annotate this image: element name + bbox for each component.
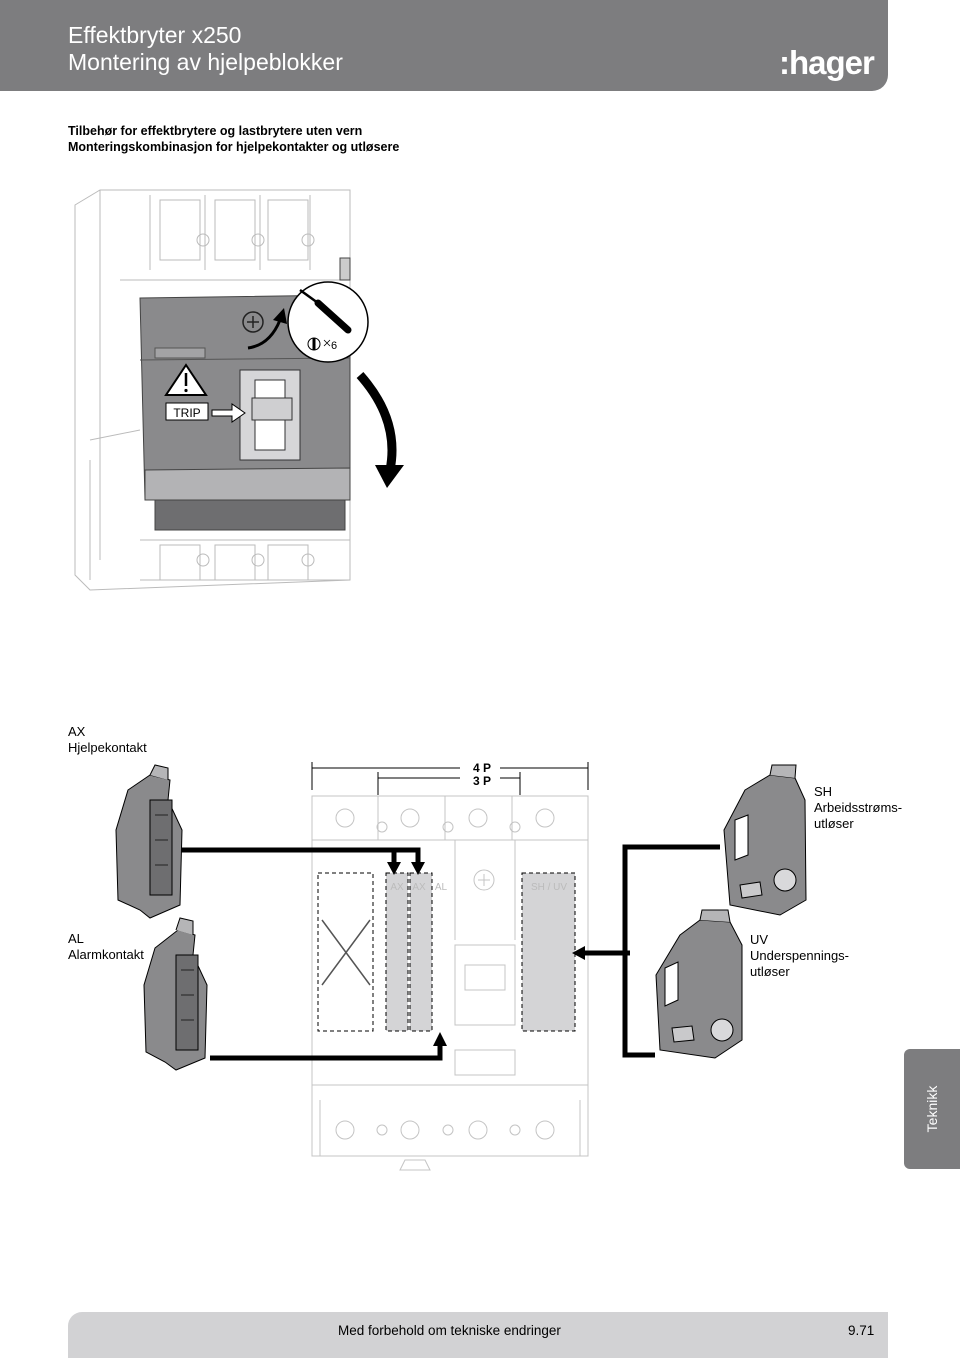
section-tab-label: Teknikk [924,1085,940,1133]
slot-ax1-label: AX [390,882,404,893]
hager-logo: :hager [779,44,875,81]
ax-name-label: Hjelpekontakt [68,740,147,755]
three-pole-label: 3 P [473,774,491,788]
al-name-label: Alarmkontakt [68,947,144,962]
footer-disclaimer: Med forbehold om tekniske endringer [338,1323,561,1338]
page-title: Effektbryter x250 [68,22,242,48]
slot-ax2-label: AX [412,882,426,893]
trip-label: TRIP [173,406,200,420]
footer-bar: Med forbehold om tekniske endringer 9.71 [68,1312,888,1358]
uv-name-label-2: utløser [750,964,790,979]
ax-code-label: AX [68,724,86,739]
sh-name-label-1: Arbeidsstrøms- [814,800,903,815]
tool-size-label: 6 [331,340,337,352]
uv-code-label: UV [750,932,769,947]
sh-name-label-2: utløser [814,816,854,831]
section-heading-2: Monteringskombinasjon for hjelpekontakte… [68,140,400,154]
uv-name-label-1: Underspennings- [750,948,850,963]
section-heading-1: Tilbehør for effektbrytere og lastbryter… [68,124,363,138]
four-pole-label: 4 P [473,761,491,775]
header-banner: Effektbryter x250 Montering av hjelpeblo… [0,0,888,91]
slot-al-label: AL [435,882,448,893]
page-subtitle: Montering av hjelpeblokker [68,49,343,75]
slot-sh-uv-label: SH / UV [531,882,567,893]
sh-code-label: SH [814,784,833,799]
section-tab: Teknikk [904,1049,960,1169]
al-code-label: AL [68,931,84,946]
page-number: 9.71 [848,1323,875,1338]
